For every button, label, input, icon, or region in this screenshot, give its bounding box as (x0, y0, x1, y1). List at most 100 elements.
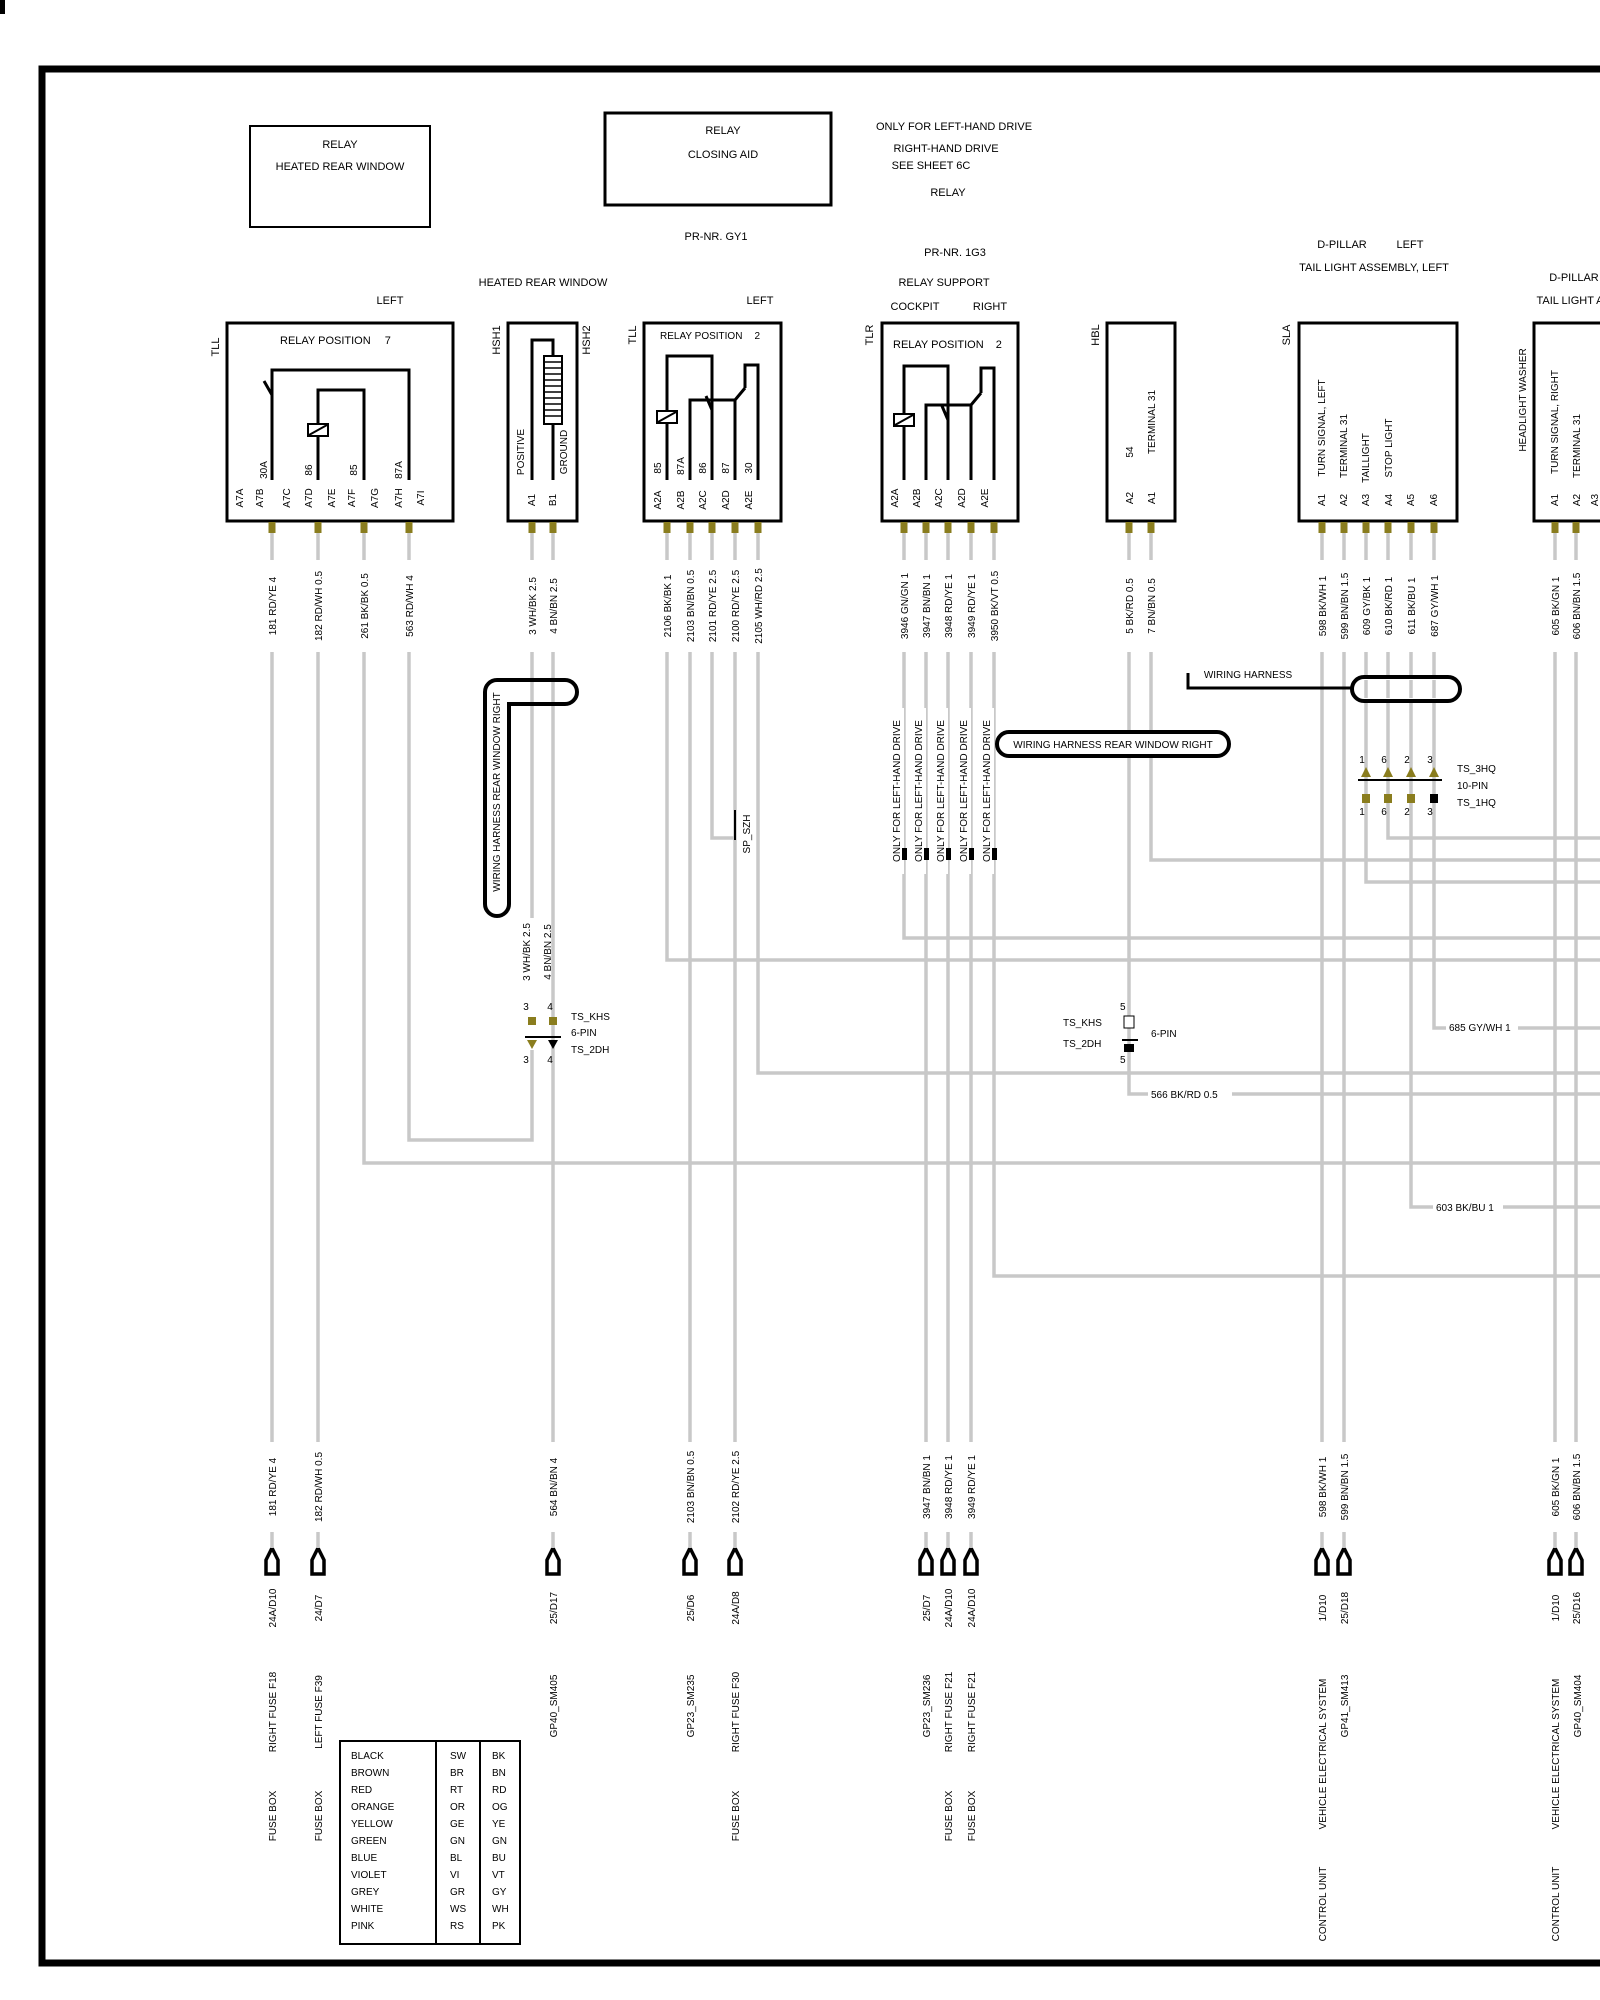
legend-color-name: BLACK (351, 1751, 384, 1762)
harness-rear-window-right-h: WIRING HARNESS REAR WINDOW RIGHT (995, 730, 1231, 758)
tlr2-pin-2: A2B (912, 488, 923, 507)
note-line-1: ONLY FOR LEFT-HAND DRIVE (876, 121, 1032, 133)
tll7-contacts (262, 368, 411, 480)
pin-stub (1572, 522, 1580, 533)
hq-name-2: 10-PIN (1457, 781, 1488, 792)
connector-hbl: 5 5 TS_KHS TS_2DH 6-PIN (1063, 1002, 1177, 1066)
connector-hq: 1 6 2 3 1 6 2 3 TS_3HQ 10-PIN TS_1HQ (1358, 755, 1496, 818)
bottom-label-bg (1337, 1442, 1351, 1532)
top-wire-label: 3950 BK/VT 0.5 (990, 570, 1001, 641)
tlr2-box (880, 321, 1020, 523)
slr-pin-2: A2 (1572, 493, 1583, 506)
wire-2106 (665, 522, 1600, 962)
bottom-label-bg (265, 1442, 279, 1532)
terminal-code: 25/D18 (1340, 1591, 1351, 1624)
destination-label: FUSE BOX (314, 1790, 325, 1841)
destination-label: RIGHT FUSE F21 (967, 1671, 978, 1752)
legend-code-en: RD (492, 1785, 506, 1796)
hbl-label-terminal31: TERMINAL 31 (1147, 390, 1158, 455)
pin-stub (1340, 522, 1348, 533)
top-label-bg (660, 560, 674, 652)
pin-stub (405, 522, 413, 533)
hsh-box (506, 321, 579, 523)
relay-closing-aid-box (603, 111, 833, 207)
hbl-conn-name-2: TS_2DH (1063, 1039, 1101, 1050)
khs-pin-label-4: 4 (547, 1055, 553, 1066)
destination-label: FUSE BOX (967, 1790, 978, 1841)
pin-stub (268, 522, 276, 533)
relay-closing-label-1: RELAY (705, 125, 741, 137)
tll7-pin-7: A7G (370, 488, 381, 508)
legend-color-name: BROWN (351, 1768, 389, 1779)
destination-label: CONTROL UNIT (1551, 1867, 1562, 1942)
terminal-icon (940, 1544, 956, 1576)
destination-label: RIGHT FUSE F30 (731, 1671, 742, 1752)
sla-pin-2: A2 (1339, 493, 1350, 506)
horizontal-labels: 685 GY/WH 1 566 BK/RD 0.5 603 BK/BU 1 (1148, 1020, 1518, 1214)
legend-code-de: GE (450, 1819, 465, 1830)
pin-stub (967, 522, 975, 533)
hq-pin-label-8: 3 (1427, 807, 1433, 818)
destination-label: VEHICLE ELECTRICAL SYSTEM (1551, 1679, 1562, 1830)
hq-pin-label-7: 2 (1404, 807, 1410, 818)
bottom-label-bg (683, 1442, 697, 1532)
harness-rear-window-right-h-label: WIRING HARNESS REAR WINDOW RIGHT (1013, 740, 1212, 751)
legend-code-en: WH (492, 1904, 509, 1915)
diagram-frame (38, 65, 1600, 1967)
legend-code-en: BU (492, 1853, 506, 1864)
mid-labels: 3 WH/BK 2.5 4 BN/BN 2.5 (522, 923, 554, 981)
destination-label: CONTROL UNIT (1318, 1867, 1329, 1942)
top-wire-label: 687 GY/WH 1 (1430, 575, 1441, 637)
terminal-icon (1336, 1544, 1352, 1576)
lhd-note-bg (934, 708, 948, 874)
hsh-code-1: HSH1 (491, 325, 503, 354)
top-wire-label: 5 BK/RD 0.5 (1125, 578, 1136, 634)
component-slr: HEADLIGHT WASHER TURN SIGNAL, RIGHT TERM… (1518, 321, 1600, 523)
harness-rear-window-right: WIRING HARNESS REAR WINDOW RIGHT (483, 678, 579, 918)
hsh-pin-b1: B1 (548, 493, 559, 506)
terminal-code: 24A/D10 (967, 1588, 978, 1627)
hq-pin-label-4: 3 (1427, 755, 1433, 766)
tll2-title-text: RELAY POSITION (660, 331, 742, 342)
legend-code-en: GN (492, 1836, 507, 1847)
slr-code: HEADLIGHT WASHER (1518, 348, 1529, 451)
tlr2-contacts (902, 364, 996, 480)
tll2-pin-1: A2A (653, 490, 664, 509)
tll7-term-86: 86 (304, 464, 315, 476)
sla-label-turn: TURN SIGNAL, LEFT (1317, 379, 1328, 476)
top-label-bg (402, 560, 416, 652)
legend-color-name: GREEN (351, 1836, 387, 1847)
lhd-marker (969, 848, 974, 860)
hq-pin-6-top (1383, 767, 1393, 777)
lhd-note-bg (980, 708, 994, 874)
top-wire-label: 610 BK/RD 1 (1384, 576, 1395, 635)
hq-pin-label-6: 6 (1381, 807, 1387, 818)
bottom-label-bg (1315, 1442, 1329, 1532)
tll2-coil-stroke (657, 411, 677, 423)
wire-5 (1127, 522, 1600, 1096)
top-label-bg (1569, 560, 1583, 652)
destination-label: FUSE BOX (944, 1790, 955, 1841)
bottom-wire-label: 564 BN/BN 4 (549, 1457, 560, 1516)
tail-light-left: TAIL LIGHT ASSEMBLY, LEFT (1299, 262, 1449, 274)
tll7-pin-9: A7I (416, 490, 427, 505)
khs-pin-label-3: 3 (523, 1055, 529, 1066)
tll2-pin-5: A2E (744, 490, 755, 509)
destination-label: GP40_SM405 (549, 1674, 560, 1737)
component-hbl: HBL 54 TERMINAL 31 A2 A1 (1090, 321, 1177, 523)
slr-pin-3: A3 (1590, 493, 1600, 506)
top-wire-label: 606 BN/BN 1.5 (1572, 572, 1583, 639)
top-wire-label: 2105 WH/RD 2.5 (754, 568, 765, 644)
tlr2-title-num: 2 (996, 339, 1002, 351)
h-label-bg-603 (1433, 1199, 1503, 1213)
tll7-pin-5: A7E (327, 488, 338, 507)
pin-stub (1318, 522, 1326, 533)
destination-label: VEHICLE ELECTRICAL SYSTEM (1318, 1679, 1329, 1830)
heated-rear-window-label: HEATED REAR WINDOW (479, 277, 608, 289)
note-line-4: RELAY (930, 187, 966, 199)
top-label-bg (1359, 560, 1373, 652)
hq-name-3: TS_1HQ (1457, 798, 1496, 809)
